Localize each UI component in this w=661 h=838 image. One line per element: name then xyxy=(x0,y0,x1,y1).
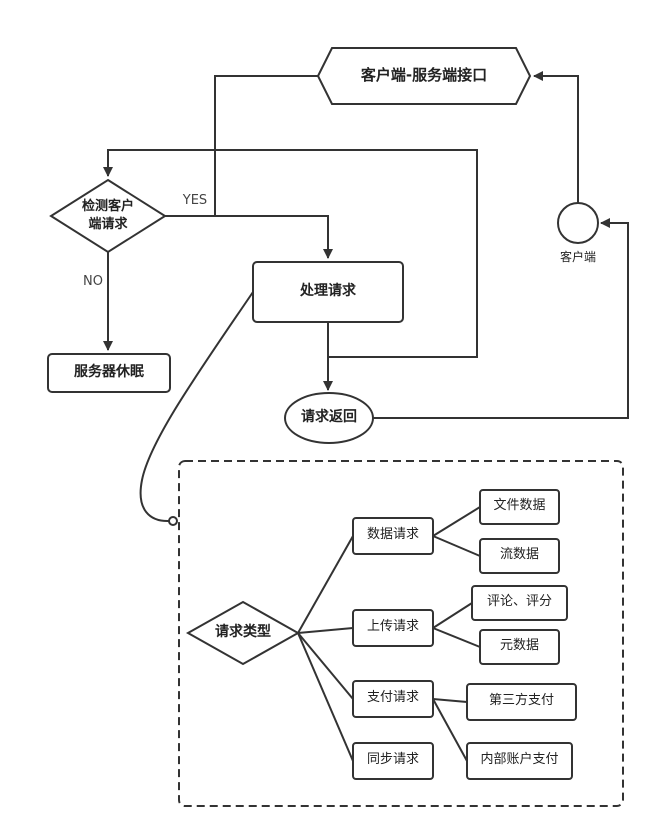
comment-score-label: 评论、评分 xyxy=(486,594,552,609)
stream-data-box xyxy=(479,538,560,574)
internal-account-pay-label: 内部账户支付 xyxy=(480,752,559,767)
upload-request-label: 上传请求 xyxy=(366,619,419,634)
server-sleep-box xyxy=(47,353,171,393)
request-types-label: 请求类型 xyxy=(215,624,271,640)
client-to-interface-arrow xyxy=(533,71,579,203)
file-data-label: 文件数据 xyxy=(493,498,546,513)
interface-to-yes-connector xyxy=(214,75,318,216)
type-to-data-line xyxy=(297,535,354,634)
data-to-file-line xyxy=(432,506,481,537)
type-to-pay-line xyxy=(297,632,354,700)
detect-request-diamond xyxy=(49,178,167,254)
type-to-upload-line xyxy=(297,627,354,634)
process-label: 处理请求 xyxy=(300,283,356,299)
detect-label-line1: 检测客户 xyxy=(81,199,134,214)
file-data-box xyxy=(479,489,560,525)
pay-to-internal-line xyxy=(432,698,468,762)
loop-back-arrow xyxy=(103,149,478,358)
metadata-box xyxy=(479,629,560,665)
upload-to-comment-line xyxy=(432,602,473,629)
third-party-pay-box xyxy=(466,683,577,721)
sync-request-box xyxy=(352,742,434,780)
interface-label: 客户端-服务端接口 xyxy=(360,66,488,84)
sync-request-label: 同步请求 xyxy=(366,752,419,767)
stream-data-label: 流数据 xyxy=(499,547,539,562)
no-label: NO xyxy=(83,274,103,289)
yes-to-process-arrow xyxy=(165,215,333,259)
comment-score-box xyxy=(471,585,568,621)
response-label: 请求返回 xyxy=(301,409,357,425)
metadata-label: 元数据 xyxy=(499,638,539,653)
data-request-label: 数据请求 xyxy=(366,527,419,542)
sleep-label: 服务器休眠 xyxy=(74,364,144,380)
client-circle xyxy=(557,202,599,244)
annotation-curve xyxy=(139,291,254,523)
type-to-sync-line xyxy=(297,632,354,762)
detect-label-line2: 端请求 xyxy=(88,217,128,232)
return-to-client-arrow xyxy=(373,218,629,419)
pay-to-third-line xyxy=(432,698,468,703)
pay-request-label: 支付请求 xyxy=(366,690,419,705)
internal-account-pay-box xyxy=(466,742,573,780)
request-types-diamond xyxy=(185,600,301,666)
third-party-pay-label: 第三方支付 xyxy=(488,693,554,708)
data-to-stream-line xyxy=(432,535,481,557)
yes-label: YES xyxy=(182,193,208,208)
upload-to-meta-line xyxy=(432,627,481,648)
interface-hexagon xyxy=(316,47,532,105)
annotation-end-dot xyxy=(168,516,178,526)
request-types-dashed-frame xyxy=(178,460,624,807)
client-label: 客户端 xyxy=(559,250,596,264)
